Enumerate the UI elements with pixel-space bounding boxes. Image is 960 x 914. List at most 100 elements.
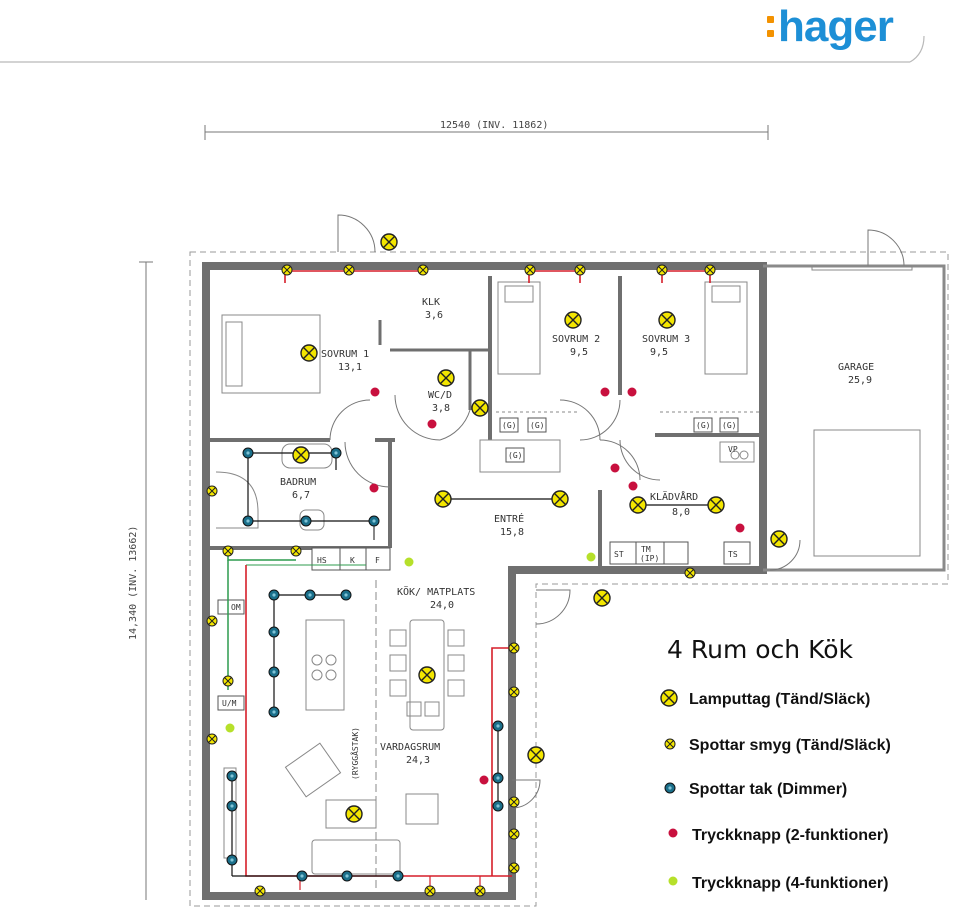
push-button-4 (404, 557, 414, 567)
dimension-width: 12540 (INV. 11862) (204, 120, 769, 140)
push-button-2 (369, 483, 379, 493)
push-button-2 (610, 463, 620, 473)
spot-baseboard (222, 675, 234, 687)
push-button-2 (370, 387, 380, 397)
push-button-2 (628, 481, 638, 491)
furniture (215, 265, 921, 890)
spot-ceiling (340, 589, 352, 601)
room-kok-area: 24,0 (430, 600, 454, 611)
appliance-ts: TS (728, 550, 738, 559)
legend-item-push-button-4: Tryckknapp (4-funktioner) (692, 875, 888, 892)
lamp-outlet-kladvard-2 (707, 496, 725, 514)
wire-living-spots (231, 776, 400, 877)
ryggstak-label: (RYGGÅSTAK) (349, 727, 360, 780)
legend-push-button-4-icon (668, 876, 678, 886)
push-buttons-2 (369, 387, 745, 785)
appliance-hs: HS (317, 556, 327, 565)
spot-ceiling (268, 589, 280, 601)
doors (329, 214, 905, 809)
lamp-outlet-sovrum3 (658, 311, 676, 329)
logo-dot-top (767, 16, 774, 23)
legend-item-push-button-2: Tryckknapp (2-funktioner) (692, 827, 888, 844)
wire-red-living (245, 565, 512, 877)
appliance-tm-ip: (IP) (640, 554, 659, 563)
spot-ceiling (242, 515, 254, 527)
spot-baseboard (574, 264, 586, 276)
legend-item-spot-ceiling: Spottar tak (Dimmer) (689, 781, 847, 798)
room-wcd-name: WC/D (428, 390, 452, 401)
spot-baseboard (656, 264, 668, 276)
room-sovrum1-name: SOVRUM 1 (321, 349, 369, 360)
spot-ceiling (242, 447, 254, 459)
room-sovrum3-area: 9,5 (650, 347, 668, 358)
spot-baseboard (281, 264, 293, 276)
spot-ceiling (368, 515, 380, 527)
spot-baseboard (254, 885, 266, 897)
lamp-outlet-terrace (527, 746, 545, 764)
room-klk-name: KLK (422, 297, 440, 308)
room-kladvard-area: 8,0 (672, 507, 690, 518)
push-button-2 (479, 775, 489, 785)
room-kladvard-name: KLÄDVÅRD (650, 490, 698, 503)
legend: 4 Rum och Kök Lamputtag (Tänd/Släck) Spo… (660, 635, 891, 892)
legend-title: 4 Rum och Kök (667, 635, 854, 664)
logo-dot-bottom (767, 30, 774, 37)
push-button-2 (600, 387, 610, 397)
wardrobe-g-4: (G) (696, 421, 710, 430)
room-wcd-area: 3,8 (432, 403, 450, 414)
push-buttons-4 (225, 552, 596, 733)
room-badrum-area: 6,7 (292, 490, 310, 501)
dimension-width-label: 12540 (INV. 11862) (440, 120, 548, 131)
spot-baseboard (417, 264, 429, 276)
appliance-um: U/M (222, 699, 237, 708)
lamp-outlet-entre-1 (434, 490, 452, 508)
wardrobe-g-2: (G) (530, 421, 544, 430)
spot-ceiling (492, 720, 504, 732)
lamp-outlet-sovrum1 (300, 344, 318, 362)
room-vardagsrum-name: VARDAGSRUM (380, 742, 440, 753)
lamp-outlet-badrum (292, 446, 310, 464)
room-sovrum2-area: 9,5 (570, 347, 588, 358)
walls (202, 262, 946, 900)
legend-push-button-2-icon (668, 828, 678, 838)
wardrobe-g-5: (G) (722, 421, 736, 430)
ceiling-spots (226, 447, 504, 882)
spot-baseboard (524, 264, 536, 276)
appliance-st: ST (614, 550, 624, 559)
spot-ceiling (268, 666, 280, 678)
wardrobe-g-1: (G) (502, 421, 516, 430)
wire-kitchen-spots (273, 594, 346, 712)
spot-ceiling (226, 800, 238, 812)
legend-spot-baseboard-icon (664, 738, 676, 750)
lamp-outlet-kladvard-1 (629, 496, 647, 514)
room-entre-name: ENTRÉ (494, 512, 524, 525)
spot-baseboard (684, 567, 696, 579)
spot-ceiling (392, 870, 404, 882)
appliance-boxes: HS K F ST TM (IP) TS (G) (G) (G) (G) (G)… (217, 417, 751, 780)
push-button-2 (627, 387, 637, 397)
wiring (227, 270, 716, 890)
spot-baseboard (508, 862, 520, 874)
spot-baseboard (290, 545, 302, 557)
spot-ceiling (268, 626, 280, 638)
lamp-outlet-sovrum2 (564, 311, 582, 329)
legend-lamp-icon (660, 689, 678, 707)
spot-ceiling (330, 447, 342, 459)
room-sovrum2-name: SOVRUM 2 (552, 334, 600, 345)
dimension-height: 14,340 (INV. 13662) (128, 261, 153, 900)
spot-ceiling (341, 870, 353, 882)
spot-ceiling (492, 800, 504, 812)
dimension-height-label: 14,340 (INV. 13662) (128, 526, 139, 640)
wire-bathroom (248, 452, 337, 470)
appliance-tm: TM (641, 545, 651, 554)
spot-baseboard (508, 642, 520, 654)
room-garage-name: GARAGE (838, 362, 874, 373)
lamp-outlet-matplats (418, 666, 436, 684)
room-kok-name: KÖK/ MATPLATS (397, 585, 475, 598)
appliance-om: OM (231, 603, 241, 612)
appliance-vp: VP (728, 445, 738, 454)
room-sovrum1-area: 13,1 (338, 362, 362, 373)
room-vardagsrum-area: 24,3 (406, 755, 430, 766)
lamp-outlet-wcd-mirror (471, 399, 489, 417)
